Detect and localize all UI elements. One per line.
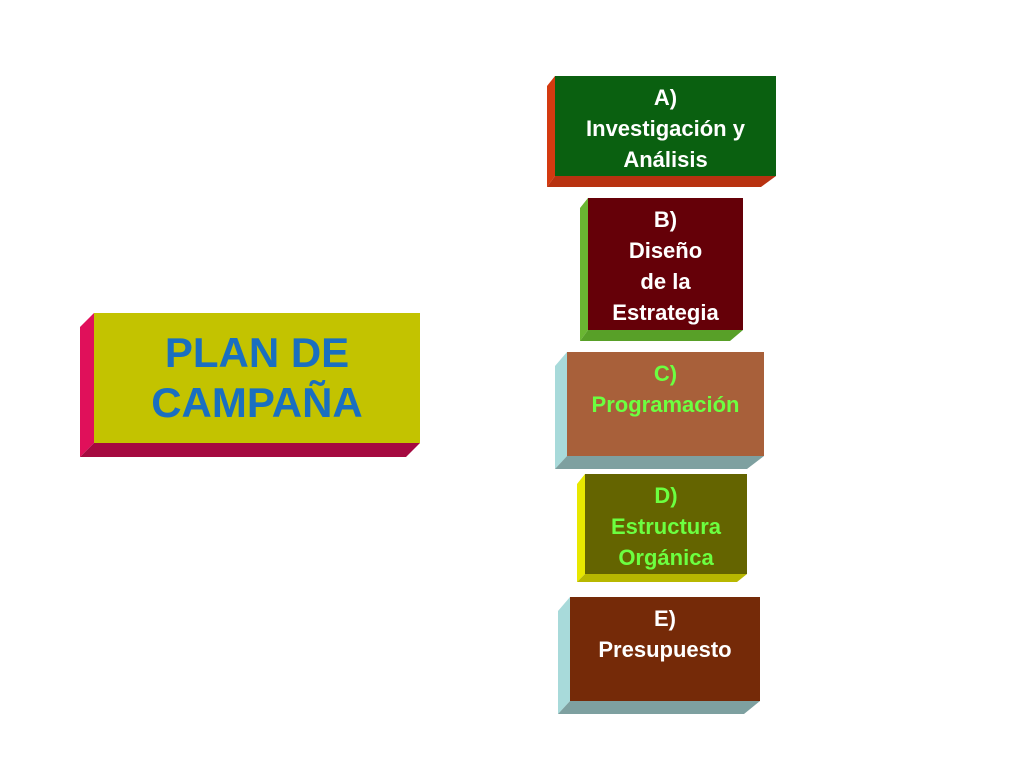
step-e-block: E) Presupuesto [558,597,760,714]
step-d-block: D) Estructura Orgánica [577,474,747,582]
step-line: D) [654,483,678,508]
block-bottom-face [558,701,760,714]
block-side-face [547,76,555,187]
block-bottom-face [555,456,764,469]
plan-de-campana-title: PLAN DE CAMPAÑA [94,313,420,443]
step-e-label: E) Presupuesto [570,597,760,701]
block-side-face [80,313,94,457]
block-bottom-face [580,330,743,341]
block-side-face [555,352,567,469]
step-d-label: D) Estructura Orgánica [585,474,747,574]
step-b-label: B) Diseño de la Estrategia [588,198,743,330]
block-bottom-face [577,574,747,582]
plan-de-campana-depth [80,313,420,457]
block-bottom-face [80,443,420,457]
block-side-face [558,597,570,714]
title-line: PLAN DE [164,329,350,376]
step-line: Presupuesto [598,637,732,662]
title-line: CAMPAÑA [151,379,363,426]
step-line: Orgánica [618,545,714,570]
step-line: Investigación y [586,116,745,141]
step-line: C) [653,361,678,386]
step-line: A) [653,85,678,110]
step-line: Diseño [628,238,703,263]
plan-de-campana-block: PLAN DE CAMPAÑA [80,313,420,457]
block-side-face [577,474,585,582]
step-a-block: A) Investigación y Análisis [547,76,776,187]
step-d-depth [577,474,747,582]
step-c-label: C) Programación [567,352,764,456]
block-side-face [580,198,588,341]
step-b-block: B) Diseño de la Estrategia [580,198,743,341]
step-line: Estructura [610,514,722,539]
step-line: E) [654,606,676,631]
step-b-depth [580,198,743,341]
step-c-depth [555,352,764,469]
step-c-block: C) Programación [555,352,764,469]
step-line: B) [653,207,678,232]
step-line: Estrategia [612,300,719,325]
step-a-depth [547,76,776,187]
step-line: de la [640,269,691,294]
step-e-depth [558,597,760,714]
step-a-label: A) Investigación y Análisis [555,76,776,176]
block-bottom-face [547,176,776,187]
step-line: Programación [591,392,740,417]
step-line: Análisis [623,147,708,172]
